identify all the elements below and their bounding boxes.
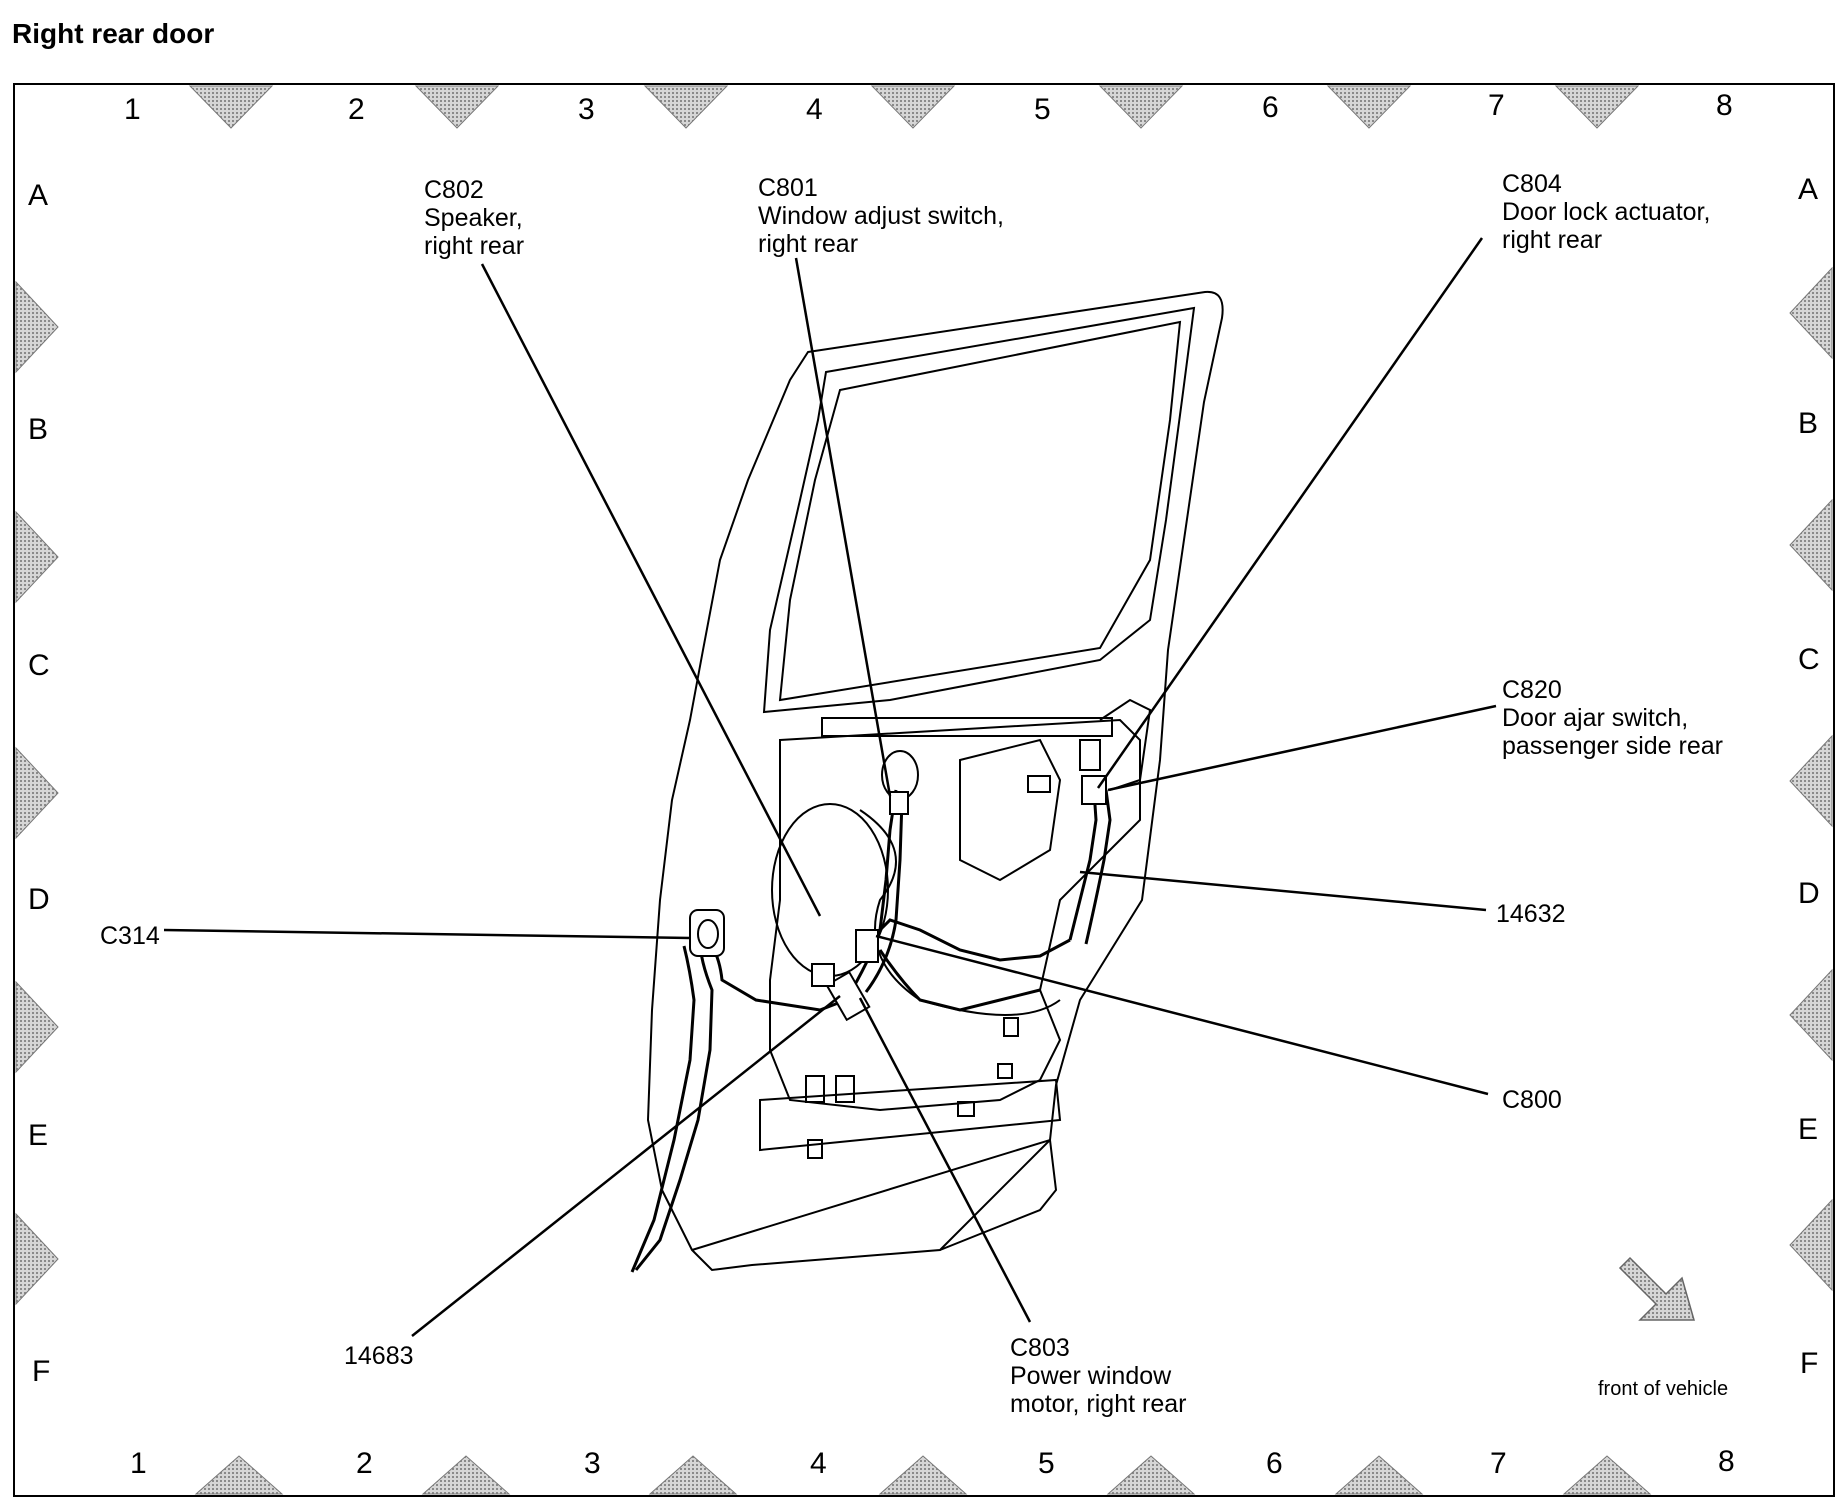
leader-c802: [480, 263, 822, 917]
grid-col-top-4: 4: [806, 93, 823, 126]
callout-c314: C314: [100, 922, 160, 950]
callout-c803-line2: motor, right rear: [1010, 1390, 1187, 1418]
wiring-harness: [630, 789, 1112, 1273]
callout-c820-id: C820: [1502, 676, 1562, 704]
leader-c314: [163, 928, 691, 940]
grid-col-bottom-7: 7: [1490, 1447, 1507, 1480]
grid-row-left-c: C: [28, 649, 50, 682]
leader-c803: [858, 997, 1032, 1323]
zone-markers: [15, 85, 1833, 1495]
callout-c802: C802 Speaker, right rear: [424, 176, 524, 260]
callout-c800: C800: [1502, 1086, 1562, 1114]
leader-c820: [1107, 704, 1497, 792]
grid-row-right-a: A: [1798, 173, 1819, 206]
callout-c803-id: C803: [1010, 1334, 1070, 1362]
grid-frame: [13, 83, 1835, 1497]
leader-lines: [163, 237, 1497, 1337]
callout-14683: 14683: [344, 1342, 414, 1370]
callout-c820-line1: Door ajar switch,: [1502, 704, 1689, 732]
grid-col-top-6: 6: [1262, 91, 1279, 124]
callout-c803-line1: Power window: [1010, 1362, 1172, 1390]
leader-14632: [1079, 870, 1487, 912]
callout-c802-line1: Speaker,: [424, 204, 523, 232]
grid-col-bottom-2: 2: [356, 1447, 373, 1480]
callout-c804-line1: Door lock actuator,: [1502, 198, 1711, 226]
grid-col-top-1: 1: [124, 93, 141, 126]
callout-c804-id: C804: [1502, 170, 1562, 198]
page-title: Right rear door: [12, 18, 215, 49]
callout-c820: C820 Door ajar switch, passenger side re…: [1502, 676, 1723, 760]
grid-row-right-f: F: [1800, 1347, 1819, 1380]
callout-c803: C803 Power window motor, right rear: [1010, 1334, 1186, 1418]
leader-14683: [411, 995, 841, 1337]
leader-c804: [1096, 237, 1484, 789]
grid-col-bottom-5: 5: [1038, 1447, 1055, 1480]
connectors: [689, 775, 1107, 1022]
callout-c801: C801 Window adjust switch, right rear: [758, 174, 1004, 258]
grid-row-left-b: B: [28, 413, 49, 446]
front-of-vehicle-label: front of vehicle: [1598, 1378, 1729, 1400]
grid-row-right-c: C: [1798, 643, 1820, 676]
grid-col-bottom-1: 1: [130, 1447, 147, 1480]
grid-col-top-8: 8: [1716, 89, 1733, 122]
grid-col-top-5: 5: [1034, 93, 1051, 126]
grid-row-right-e: E: [1798, 1113, 1819, 1146]
grid-row-left-a: A: [28, 179, 49, 212]
callout-c804-line2: right rear: [1502, 226, 1603, 254]
grid-row-right-b: B: [1798, 407, 1819, 440]
callout-c802-id: C802: [424, 176, 484, 204]
grid-row-right-d: D: [1798, 877, 1820, 910]
grid-row-left-e: E: [28, 1119, 49, 1152]
callout-c804: C804 Door lock actuator, right rear: [1502, 170, 1710, 254]
grid-col-bottom-4: 4: [810, 1447, 827, 1480]
door-outline: [646, 290, 1224, 1272]
grid-row-left-d: D: [28, 883, 50, 916]
callout-c801-line2: right rear: [758, 230, 859, 258]
front-arrow-icon: [1618, 1256, 1695, 1321]
callout-c801-line1: Window adjust switch,: [758, 202, 1004, 230]
grid-col-bottom-3: 3: [584, 1447, 601, 1480]
grid-row-left-f: F: [32, 1355, 51, 1388]
callout-c801-id: C801: [758, 174, 818, 202]
callout-c802-line2: right rear: [424, 232, 525, 260]
leader-c801: [794, 257, 892, 797]
leader-c800: [875, 934, 1489, 1096]
callout-14632: 14632: [1496, 900, 1566, 928]
grid-col-top-3: 3: [578, 93, 595, 126]
grid-col-bottom-8: 8: [1718, 1445, 1735, 1478]
callout-c820-line2: passenger side rear: [1502, 732, 1723, 760]
grid-col-top-7: 7: [1488, 89, 1505, 122]
grid-col-bottom-6: 6: [1266, 1447, 1283, 1480]
grid-col-top-2: 2: [348, 93, 365, 126]
